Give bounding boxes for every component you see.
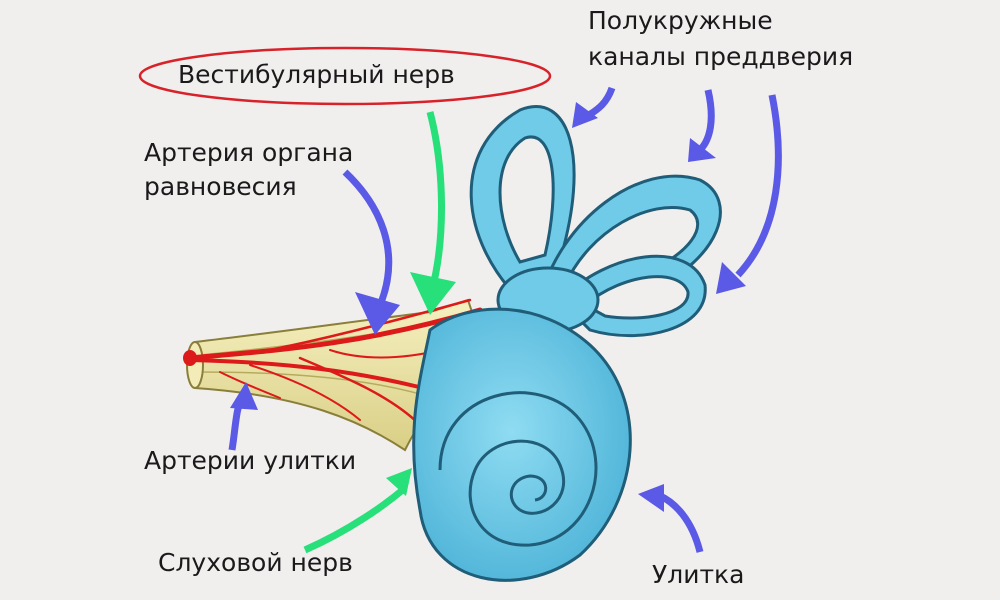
arrow-canal-3 [716,94,782,294]
arrow-canal-1 [572,86,616,128]
cochlea-shape [412,307,632,582]
semicircular-canals [469,105,722,338]
arrow-auditory-nerve [303,468,412,554]
label-canals-line2: каналы преддверия [588,42,854,71]
label-auditory-nerve: Слуховой нерв [158,548,353,577]
label-balance-artery-line2: равновесия [144,172,297,201]
arrow-cochlear-arteries [228,382,258,451]
arteries [183,298,483,427]
label-cochlea: Улитка [652,560,745,589]
label-balance-artery-line1: Артерия органа [144,138,354,167]
arrow-vestibular-nerve [410,111,456,315]
label-cochlear-arteries: Артерии улитки [144,446,357,475]
arrow-cochlea [638,484,704,553]
arrow-balance-artery [342,169,400,335]
highlight-ellipse [138,46,552,106]
arrow-canal-2 [688,89,716,162]
label-canals-line1: Полукружные [588,6,773,35]
label-vestibular-nerve: Вестибулярный нерв [178,60,455,89]
